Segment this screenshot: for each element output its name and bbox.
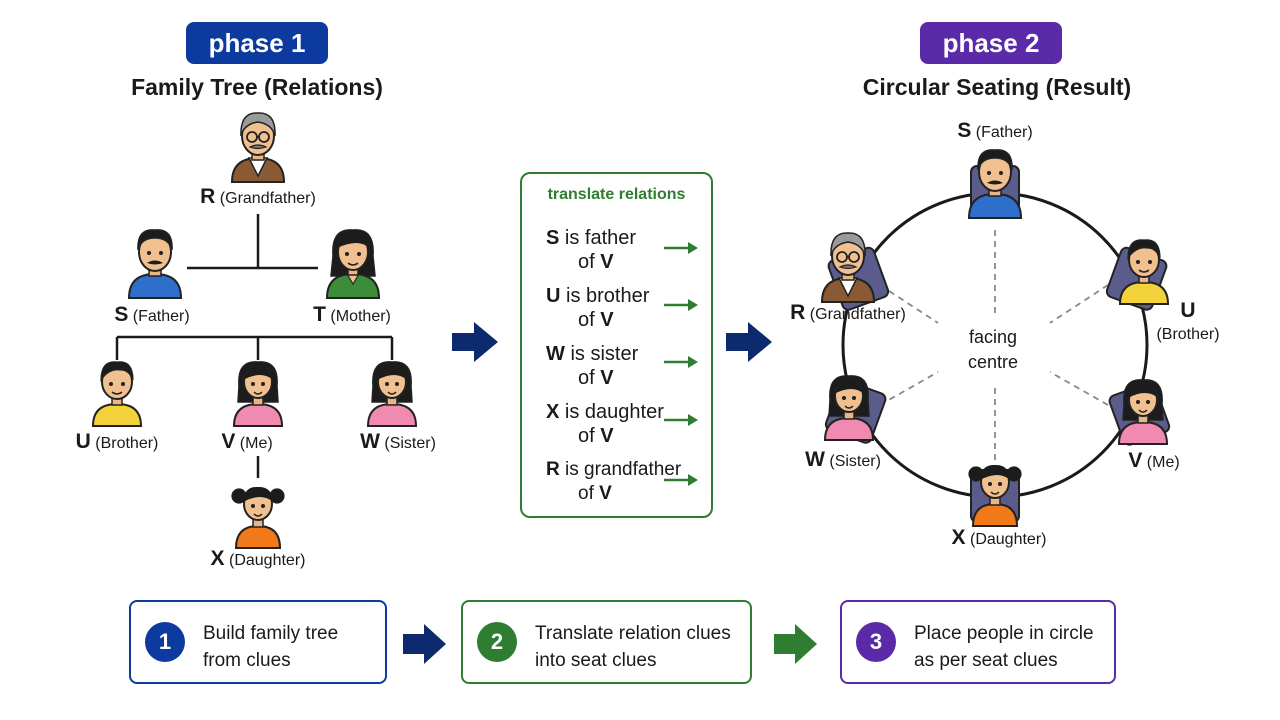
seat-label-R: R (Grandfather) bbox=[790, 301, 906, 324]
relation-item-X: X is daughter of V bbox=[546, 401, 664, 447]
family-tree-lines bbox=[115, 214, 394, 478]
label-W: W (Sister) bbox=[360, 430, 436, 453]
phase-2-title: Circular Seating (Result) bbox=[862, 74, 1132, 100]
label-U: U (Brother) bbox=[75, 430, 159, 453]
phase-2-badge: phase 2 bbox=[920, 22, 1062, 64]
label-T: T (Mother) bbox=[313, 303, 391, 326]
relation-item-S: S is father of V bbox=[546, 227, 637, 273]
sister-avatar bbox=[824, 374, 874, 441]
seat-label-S: S (Father) bbox=[957, 119, 1033, 142]
arrow-right-icon bbox=[726, 322, 772, 362]
seat-X bbox=[968, 463, 1022, 527]
relation-item-U: U is brother of V bbox=[546, 285, 650, 331]
seat-S bbox=[968, 148, 1022, 219]
brother-avatar bbox=[92, 360, 142, 427]
arrow-right-icon bbox=[452, 322, 498, 362]
facing-centre-label: facing centre bbox=[967, 327, 1019, 372]
label-V: V (Me) bbox=[221, 430, 273, 453]
label-R: R (Grandfather) bbox=[200, 185, 316, 208]
daughter-avatar bbox=[231, 485, 285, 549]
label-S: S (Father) bbox=[114, 303, 190, 326]
seat-label-V: V (Me) bbox=[1128, 449, 1180, 472]
sister-avatar bbox=[367, 360, 417, 427]
grandfather-avatar bbox=[231, 111, 285, 183]
translate-relations-box: translate relations S is father of V U i… bbox=[520, 172, 713, 518]
seat-label-X: X (Daughter) bbox=[951, 526, 1047, 549]
relation-item-W: W is sister of V bbox=[546, 343, 639, 389]
label-X: X (Daughter) bbox=[210, 547, 306, 570]
seat-label-W: W (Sister) bbox=[805, 448, 881, 471]
me-avatar bbox=[1118, 378, 1168, 445]
seat-label-U: U (Brother) bbox=[1156, 299, 1220, 343]
mother-avatar bbox=[326, 228, 380, 299]
step-3-number: 3 bbox=[856, 622, 896, 662]
step-1-number: 1 bbox=[145, 622, 185, 662]
relation-item-R: R is grandfather of V bbox=[546, 459, 682, 504]
arrow-right-icon bbox=[774, 624, 817, 664]
phase-1-title: Family Tree (Relations) bbox=[131, 74, 383, 100]
me-avatar bbox=[233, 360, 283, 427]
translate-title: translate relations bbox=[547, 186, 686, 203]
step-2-number: 2 bbox=[477, 622, 517, 662]
arrow-right-icon bbox=[403, 624, 446, 664]
father-avatar bbox=[128, 228, 182, 299]
seat-W bbox=[823, 374, 889, 446]
phase-1-badge: phase 1 bbox=[186, 22, 328, 64]
